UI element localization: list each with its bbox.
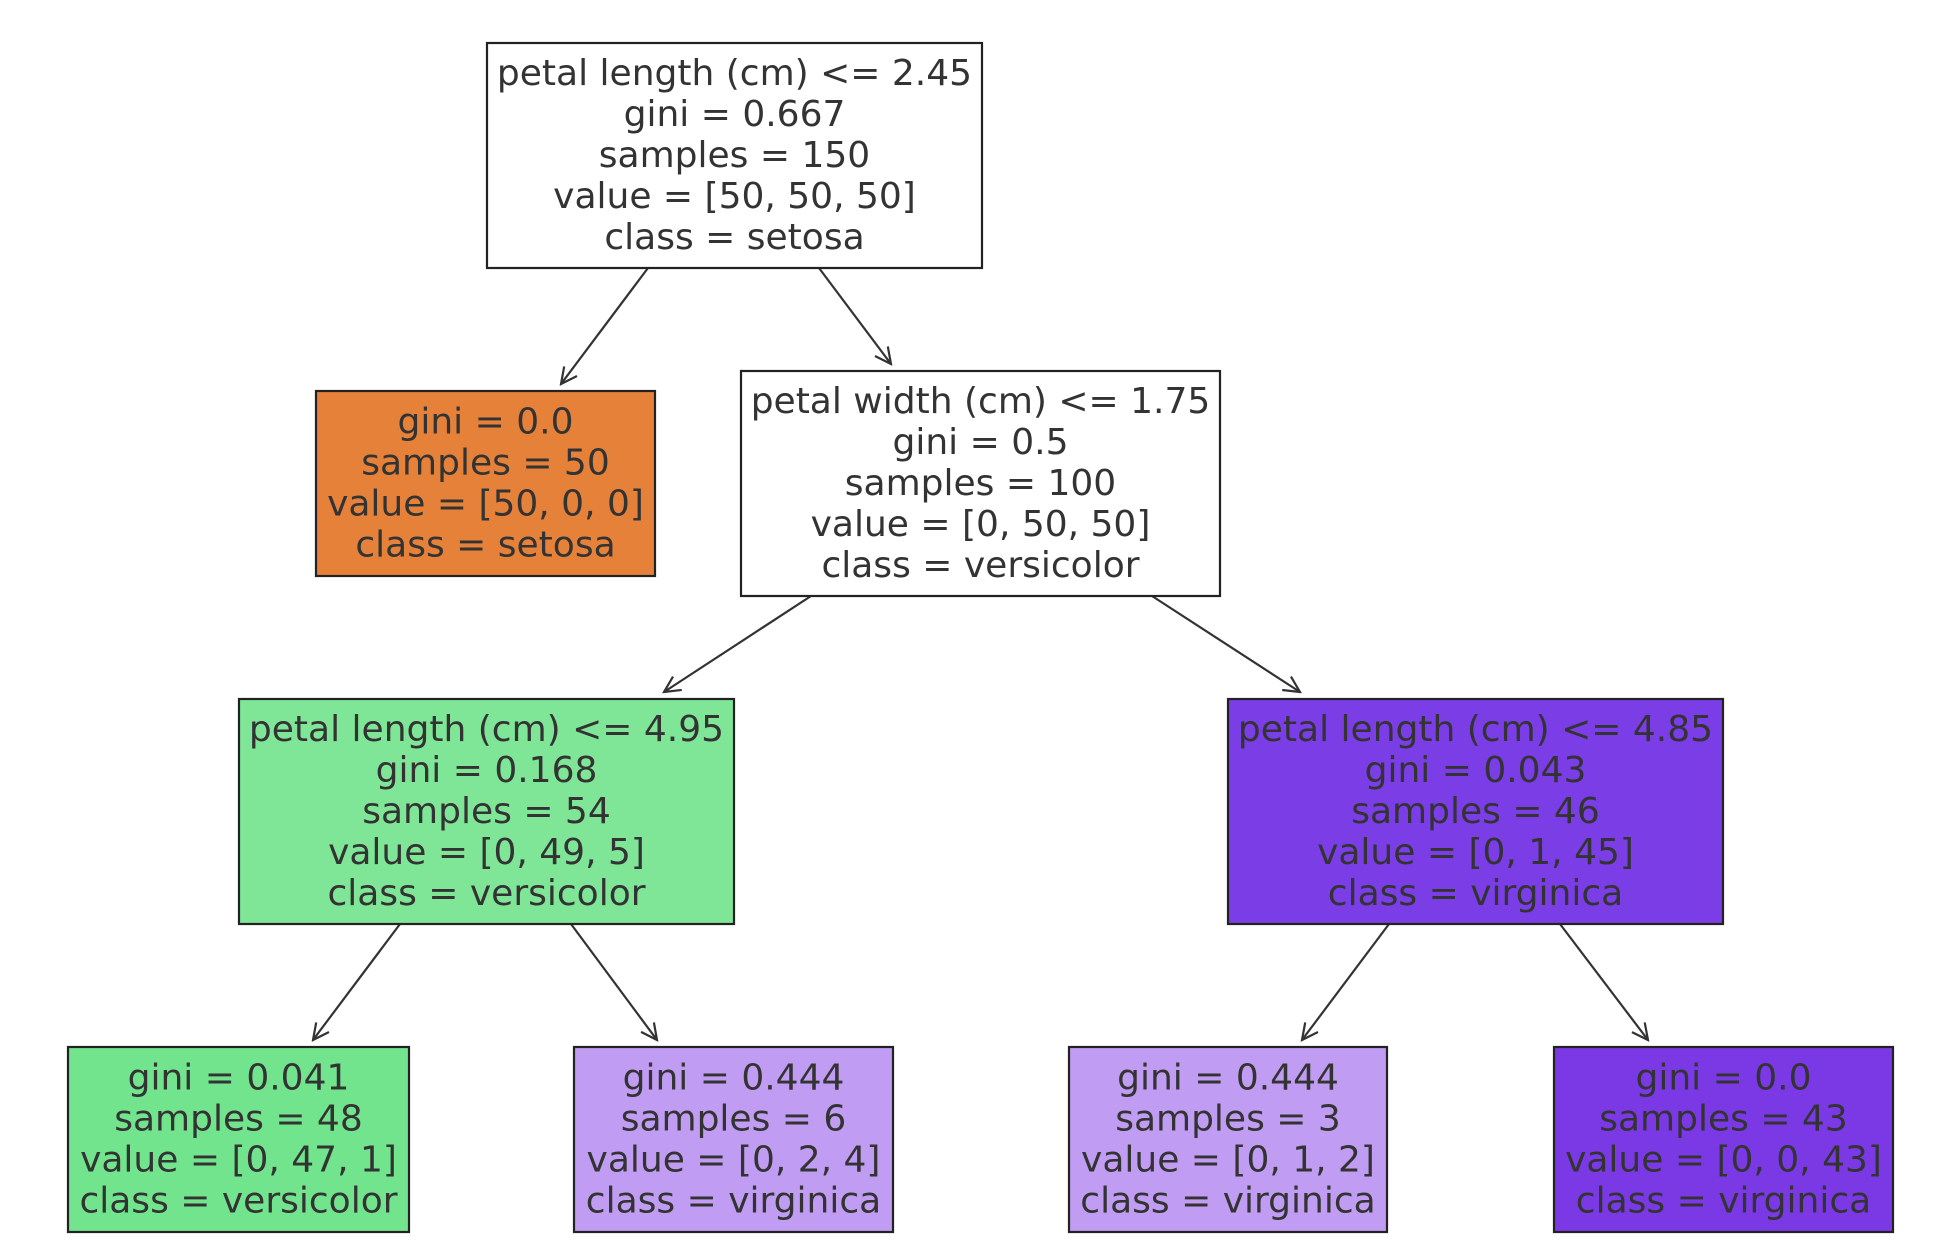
node-box [485,41,984,270]
node-text-line: class = versicolor [327,873,645,914]
edge-petal-length-485-to-leaf-virginica-3 [1302,923,1390,1040]
node-text-line: samples = 150 [599,135,870,176]
node-text-line: samples = 48 [114,1098,363,1139]
node-text-line: value = [0, 1, 2] [1081,1139,1375,1180]
node-box [1067,1045,1389,1234]
node-text-line: class = virginica [586,1180,881,1221]
node-text-line: petal length (cm) <= 4.95 [249,709,724,750]
node-text-line: class = virginica [1080,1180,1375,1221]
edge-root-to-left-setosa [561,267,649,384]
edge-petal-length-495-to-leaf-virginica-6 [570,923,657,1040]
node-text-line: class = versicolor [79,1180,397,1221]
node-text-line: class = virginica [1576,1180,1871,1221]
node-text-line: petal length (cm) <= 2.45 [497,53,972,94]
node-box [314,389,657,578]
node-text-line: samples = 54 [362,791,611,832]
node-text-line: value = [0, 2, 4] [587,1139,881,1180]
node-text-line: value = [0, 47, 1] [80,1139,397,1180]
node-text-line: class = virginica [1328,873,1623,914]
node-text-line: value = [0, 49, 5] [328,832,645,873]
edge-petal-width-to-petal-length-485 [1151,595,1300,692]
node-text-line: samples = 50 [361,442,610,483]
node-text-line: gini = 0.444 [1117,1057,1339,1098]
node-box [739,369,1222,598]
edge-root-to-petal-width [818,267,891,364]
node-text-line: value = [0, 1, 45] [1317,832,1634,873]
node-text-line: gini = 0.667 [624,94,846,135]
node-text-line: value = [50, 0, 0] [327,483,644,524]
edge-petal-width-to-petal-length-495 [664,595,812,692]
node-text-line: gini = 0.168 [376,750,598,791]
node-text-line: class = setosa [355,524,615,565]
node-box [237,697,736,926]
node-text-line: gini = 0.5 [893,422,1069,463]
node-text-line: samples = 46 [1351,791,1600,832]
node-text-line: value = [50, 50, 50] [553,176,916,217]
node-text-line: class = setosa [604,217,864,258]
node-text-line: gini = 0.0 [1636,1057,1812,1098]
node-text-line: gini = 0.043 [1365,750,1587,791]
node-text-line: gini = 0.041 [128,1057,350,1098]
node-text-line: value = [0, 50, 50] [811,504,1151,545]
node-text-line: class = versicolor [821,545,1139,586]
node-text-line: petal length (cm) <= 4.85 [1238,709,1713,750]
node-text-line: samples = 3 [1115,1098,1341,1139]
node-text-line: samples = 100 [845,463,1116,504]
edge-petal-length-495-to-leaf-versicolor-48 [313,923,401,1040]
node-text-line: petal width (cm) <= 1.75 [751,381,1211,422]
node-box [66,1045,411,1234]
node-box [572,1045,895,1234]
edge-petal-length-485-to-leaf-virginica-43 [1559,923,1648,1040]
node-box [1552,1045,1895,1234]
node-text-line: value = [0, 0, 43] [1565,1139,1882,1180]
node-text-line: samples = 43 [1599,1098,1848,1139]
node-box [1226,697,1725,926]
node-text-line: samples = 6 [621,1098,847,1139]
node-text-line: gini = 0.444 [623,1057,845,1098]
edges-layer [313,267,1648,1040]
node-text-line: gini = 0.0 [398,401,574,442]
